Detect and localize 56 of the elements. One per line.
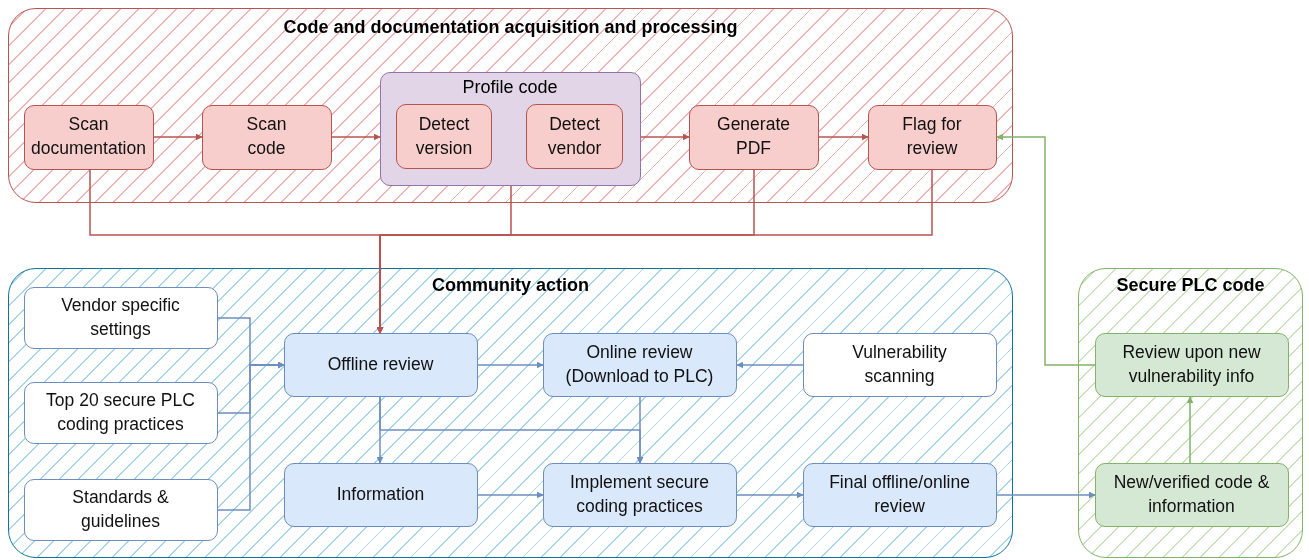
- process-box: [802, 462, 997, 527]
- box-label: New/verified code & information: [1112, 470, 1271, 518]
- process-box: [526, 104, 623, 169]
- process-box: [1094, 332, 1289, 397]
- group-container: [8, 268, 1013, 558]
- arrow: [331, 133, 381, 141]
- arrow: [217, 361, 285, 511]
- arrow: [477, 491, 544, 499]
- process-box: [867, 104, 997, 170]
- input-box: [802, 332, 997, 397]
- arrow: [996, 133, 1096, 366]
- process-box: [283, 332, 478, 397]
- box-label: Implement secure coding practices: [568, 470, 711, 518]
- arrow: [153, 133, 203, 141]
- process-box: [23, 104, 154, 170]
- subgroup-container: [379, 71, 641, 186]
- arrow: [1186, 396, 1194, 464]
- box-label: Information: [336, 482, 425, 506]
- group-title: Community action: [432, 275, 589, 296]
- process-box: [283, 462, 478, 527]
- group-title: Code and documentation acquisition and processing: [283, 17, 738, 38]
- input-box: [23, 286, 218, 349]
- box-label: Online review (Download to PLC): [564, 340, 715, 388]
- box-label: Detect version: [414, 112, 474, 160]
- box-label: Generate PDF: [716, 113, 791, 160]
- input-box: [23, 381, 218, 444]
- box-label: Final offline/online review: [828, 470, 971, 518]
- group-title: Profile code: [462, 76, 558, 98]
- arrow: [640, 133, 690, 141]
- box-label: Vendor specific settings: [60, 293, 181, 341]
- box-label: Flag for review: [901, 113, 963, 160]
- box-label: Vulnerability scanning: [851, 340, 948, 388]
- box-label: Detect vendor: [546, 112, 603, 160]
- box-label: Scan documentation: [30, 113, 147, 160]
- process-box: [542, 462, 737, 527]
- arrow: [636, 396, 644, 464]
- arrow: [736, 491, 804, 499]
- box-label: Scan code: [245, 113, 288, 160]
- group-container: [1078, 268, 1303, 558]
- box-label: Review upon new vulnerability info: [1121, 340, 1262, 388]
- group-title: Secure PLC code: [1116, 275, 1265, 296]
- input-box: [23, 478, 218, 541]
- arrow: [996, 491, 1096, 499]
- box-label: Offline review: [327, 352, 434, 376]
- process-box: [688, 104, 819, 170]
- box-label: Standards & guidelines: [71, 485, 170, 533]
- arrow: [818, 133, 869, 141]
- process-box: [1094, 462, 1289, 527]
- process-box: [396, 104, 492, 169]
- arrow: [376, 169, 933, 334]
- group-container: [8, 8, 1013, 203]
- process-box: [201, 104, 332, 170]
- process-box: [542, 332, 737, 397]
- arrow: [736, 361, 804, 369]
- box-label: Top 20 secure PLC coding practices: [45, 388, 196, 436]
- arrow: [477, 361, 544, 369]
